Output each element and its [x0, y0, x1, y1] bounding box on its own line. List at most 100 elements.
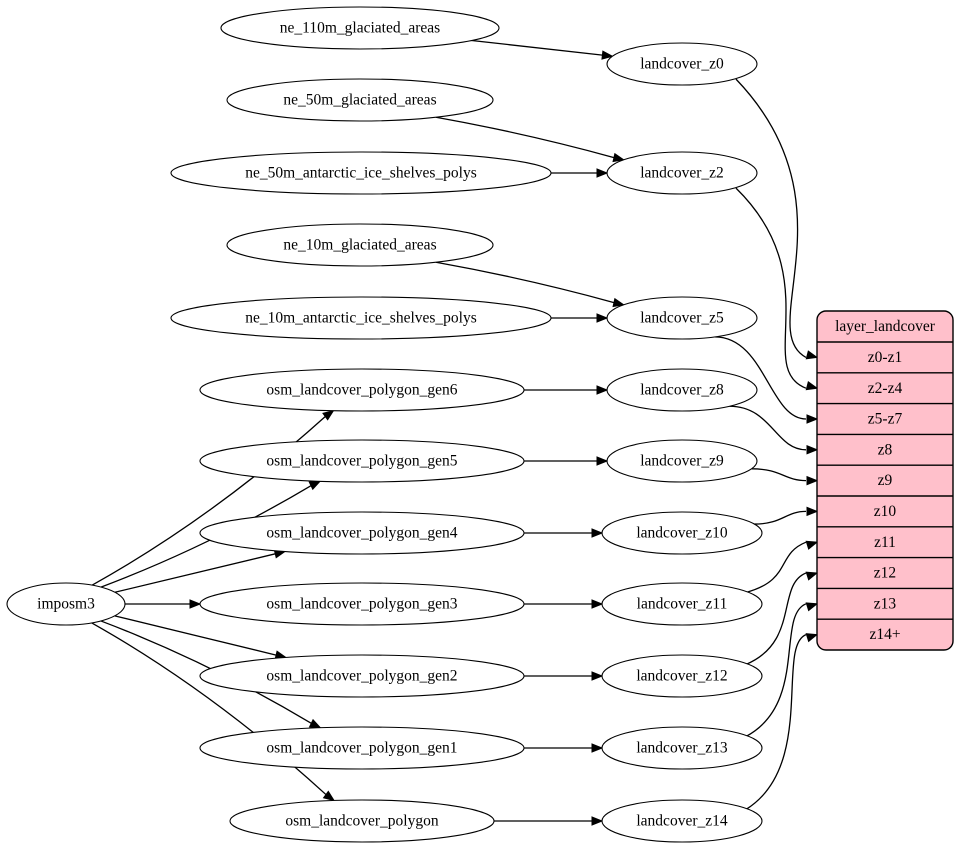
- node-ellipse: [220, 6, 500, 50]
- node-label: osm_landcover_polygon_gen1: [266, 740, 457, 757]
- node-ne_50m_glaciated_areas[interactable]: ne_50m_glaciated_areas: [226, 78, 494, 122]
- node-label: osm_landcover_polygon_gen3: [266, 596, 457, 613]
- edge-osm_landcover_polygon_gen4-to-landcover_z10: [524, 528, 604, 538]
- edge-arrowhead: [601, 50, 614, 60]
- node-osm_landcover_polygon_gen4[interactable]: osm_landcover_polygon_gen4: [199, 511, 525, 555]
- edge-arrowhead: [591, 743, 604, 753]
- table-row[interactable]: z0-z1: [868, 349, 902, 366]
- node-label: imposm3: [37, 596, 95, 613]
- edge-path: [100, 485, 312, 588]
- edge-landcover_z10-to-layer_landcover_z10: [754, 506, 819, 525]
- table-row[interactable]: z12: [874, 565, 896, 582]
- edge-arrowhead: [308, 718, 322, 729]
- edge-imposm3-to-osm_landcover_polygon_gen3: [125, 599, 202, 609]
- table-row[interactable]: z13: [874, 595, 897, 612]
- edge-landcover_z8-to-layer_landcover_z8: [729, 405, 819, 455]
- edge-arrowhead: [806, 445, 819, 455]
- edge-path: [745, 633, 807, 811]
- table-row[interactable]: z5-z7: [868, 411, 903, 428]
- node-ne_110m_glaciated_areas[interactable]: ne_110m_glaciated_areas: [220, 6, 500, 50]
- edge-arrowhead: [612, 297, 626, 308]
- edge-path: [114, 553, 276, 593]
- node-landcover_z9[interactable]: landcover_z9: [606, 439, 758, 483]
- edge-imposm3-to-osm_landcover_polygon: [91, 622, 336, 802]
- edge-arrowhead: [805, 381, 819, 391]
- node-landcover_z10[interactable]: landcover_z10: [601, 511, 763, 555]
- edge-arrowhead: [596, 385, 609, 395]
- edge-arrowhead: [806, 414, 819, 424]
- edge-path: [735, 78, 807, 358]
- node-osm_landcover_polygon_gen3[interactable]: osm_landcover_polygon_gen3: [199, 582, 525, 626]
- node-landcover_z14[interactable]: landcover_z14: [601, 799, 763, 843]
- node-landcover_z8[interactable]: landcover_z8: [606, 368, 758, 412]
- node-label: landcover_z13: [636, 740, 727, 757]
- table-row[interactable]: z14+: [869, 626, 900, 643]
- node-imposm3[interactable]: imposm3: [6, 582, 126, 626]
- node-ellipse: [199, 654, 525, 698]
- node-label: ne_50m_glaciated_areas: [283, 92, 436, 109]
- edge-arrowhead: [805, 350, 819, 360]
- node-ne_10m_glaciated_areas[interactable]: ne_10m_glaciated_areas: [226, 223, 494, 267]
- edge-path: [754, 510, 807, 525]
- node-ne_10m_antarctic_ice_shelves_polys[interactable]: ne_10m_antarctic_ice_shelves_polys: [170, 296, 552, 340]
- node-ellipse: [601, 511, 763, 555]
- edge-arrowhead: [805, 540, 819, 550]
- node-ellipse: [606, 42, 758, 86]
- edge-arrowhead: [806, 506, 819, 517]
- node-label: osm_landcover_polygon_gen4: [266, 525, 457, 542]
- node-label: ne_10m_antarctic_ice_shelves_polys: [245, 310, 477, 327]
- table-layer: layer_landcoverz0-z1z2-z4z5-z7z8z9z10z11…: [816, 310, 954, 651]
- edge-path: [91, 622, 327, 796]
- node-ellipse: [199, 439, 525, 483]
- table-row[interactable]: z9: [878, 472, 893, 489]
- layer-landcover-table[interactable]: layer_landcoverz0-z1z2-z4z5-z7z8z9z10z11…: [816, 310, 954, 651]
- node-osm_landcover_polygon_gen6[interactable]: osm_landcover_polygon_gen6: [199, 368, 525, 412]
- node-ellipse: [606, 296, 758, 340]
- node-osm_landcover_polygon_gen1[interactable]: osm_landcover_polygon_gen1: [199, 726, 525, 770]
- table-row[interactable]: z8: [878, 441, 893, 458]
- table-row[interactable]: z2-z4: [868, 380, 903, 397]
- node-label: landcover_z9: [640, 453, 724, 470]
- edge-arrowhead: [596, 456, 609, 466]
- node-landcover_z13[interactable]: landcover_z13: [601, 726, 763, 770]
- edge-path: [751, 468, 807, 482]
- edge-landcover_z9-to-layer_landcover_z9: [751, 468, 819, 486]
- node-landcover_z12[interactable]: landcover_z12: [601, 654, 763, 698]
- node-osm_landcover_polygon[interactable]: osm_landcover_polygon: [229, 799, 495, 843]
- node-label: landcover_z12: [636, 668, 727, 685]
- node-osm_landcover_polygon_gen2[interactable]: osm_landcover_polygon_gen2: [199, 654, 525, 698]
- node-ellipse: [229, 799, 495, 843]
- edge-arrowhead: [308, 480, 322, 491]
- edge-arrowhead: [591, 599, 604, 609]
- edge-arrowhead: [805, 633, 819, 643]
- node-label: landcover_z0: [640, 56, 724, 73]
- node-ellipse: [226, 78, 494, 122]
- edge-landcover_z2-to-layer_landcover_z2-z4: [735, 187, 819, 391]
- node-landcover_z5[interactable]: landcover_z5: [606, 296, 758, 340]
- edge-path: [435, 261, 615, 304]
- node-landcover_z2[interactable]: landcover_z2: [606, 151, 758, 195]
- table-row[interactable]: z10: [874, 503, 897, 520]
- node-ellipse: [199, 582, 525, 626]
- edge-landcover_z14-to-layer_landcover_z14_: [745, 633, 819, 811]
- node-ellipse: [199, 726, 525, 770]
- edge-path: [114, 615, 277, 656]
- table-row[interactable]: z11: [874, 534, 896, 551]
- node-ne_50m_antarctic_ice_shelves_polys[interactable]: ne_50m_antarctic_ice_shelves_polys: [170, 151, 552, 195]
- edge-arrowhead: [322, 790, 336, 802]
- node-ellipse: [6, 582, 126, 626]
- node-osm_landcover_polygon_gen5[interactable]: osm_landcover_polygon_gen5: [199, 439, 525, 483]
- node-label: landcover_z14: [636, 813, 727, 830]
- edge-landcover_z0-to-layer_landcover_z0-z1: [735, 78, 819, 360]
- edge-arrowhead: [591, 816, 604, 826]
- node-landcover_z0[interactable]: landcover_z0: [606, 42, 758, 86]
- edge-arrowhead: [322, 409, 335, 421]
- node-landcover_z11[interactable]: landcover_z11: [601, 582, 763, 626]
- node-ellipse: [606, 151, 758, 195]
- node-ellipse: [601, 799, 763, 843]
- edge-arrowhead: [612, 152, 626, 163]
- node-ellipse: [606, 439, 758, 483]
- edge-landcover_z11-to-layer_landcover_z11: [745, 540, 819, 594]
